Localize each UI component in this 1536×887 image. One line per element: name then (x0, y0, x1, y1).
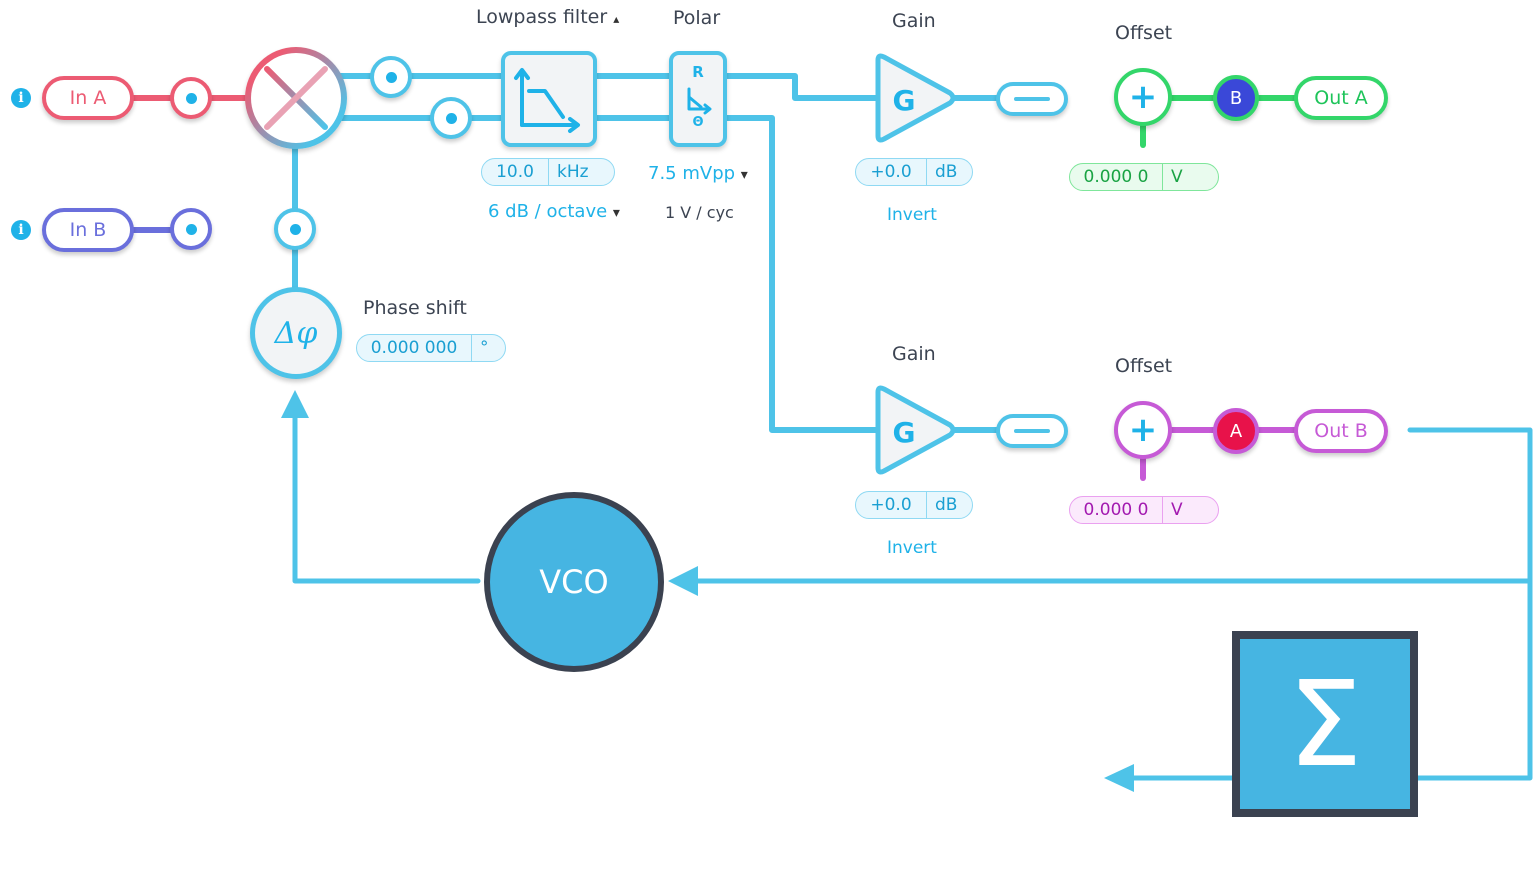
lowpass-filter-title[interactable]: Lowpass filter ▴ (476, 6, 620, 28)
caret-up-icon: ▴ (613, 12, 620, 26)
mixer-out-x-node[interactable] (370, 56, 412, 98)
minus-icon (1014, 97, 1050, 101)
polar-theta-label: Θ (692, 115, 704, 130)
out-b-label: Out B (1314, 420, 1368, 442)
offset-a-unit: V (1162, 164, 1218, 190)
offset-a-value: 0.000 0 (1083, 167, 1149, 187)
sum-block[interactable]: Σ (1232, 631, 1418, 817)
lowpass-frequency-field[interactable]: 10.0 kHz (481, 158, 615, 186)
offset-a-field[interactable]: 0.000 0 V (1069, 163, 1219, 191)
in-b-button[interactable]: In B (42, 208, 134, 252)
polar-r-label: R (692, 63, 704, 81)
phase-shift-field[interactable]: 0.000 000 ° (356, 334, 506, 362)
phase-shift-unit: ° (471, 335, 505, 361)
polar-angle-icon (687, 87, 712, 115)
offset-b-add-icon[interactable]: + (1114, 401, 1172, 459)
caret-down-icon: ▾ (740, 167, 748, 183)
polar-block[interactable]: R Θ (669, 51, 727, 147)
in-a-label: In A (69, 87, 107, 109)
invert-a-toggle[interactable] (996, 82, 1068, 116)
mixer-out-y-node[interactable] (430, 97, 472, 139)
offset-b-field[interactable]: 0.000 0 V (1069, 496, 1219, 524)
in-b-label: In B (69, 219, 107, 241)
gain-b-invert-link[interactable]: Invert (887, 538, 937, 558)
gain-b-field[interactable]: +0.0 dB (855, 491, 973, 519)
gain-b-amplifier-icon[interactable]: G (870, 382, 962, 478)
in-b-connector-node[interactable] (170, 208, 212, 250)
vco-label: VCO (539, 563, 609, 601)
sigma-icon: Σ (1287, 655, 1363, 793)
in-a-button[interactable]: In A (42, 76, 134, 120)
info-icon[interactable]: i (11, 88, 31, 108)
gain-b-unit: dB (926, 492, 972, 518)
gain-a-unit: dB (926, 159, 972, 185)
offset-b-title: Offset (1115, 355, 1173, 377)
lowpass-frequency-unit: kHz (548, 159, 614, 185)
phase-shift-block[interactable]: Δφ (250, 287, 342, 379)
out-b-button[interactable]: Out B (1294, 409, 1388, 453)
delta-phi-icon: Δφ (274, 315, 318, 351)
invert-b-toggle[interactable] (996, 414, 1068, 448)
gain-a-title: Gain (892, 10, 936, 32)
offset-b-unit: V (1162, 497, 1218, 523)
lowpass-filter-block[interactable] (501, 51, 597, 147)
gain-a-invert-link[interactable]: Invert (887, 205, 937, 225)
polar-title: Polar (673, 7, 721, 29)
gain-b-title: Gain (892, 343, 936, 365)
offset-a-add-icon[interactable]: + (1114, 68, 1172, 126)
gain-a-field[interactable]: +0.0 dB (855, 158, 973, 186)
channel-b-badge: B (1213, 75, 1259, 121)
out-a-label: Out A (1314, 87, 1368, 109)
lowpass-filter-icon (514, 68, 580, 133)
in-a-connector-node[interactable] (170, 77, 212, 119)
mixer-multiply-icon[interactable] (245, 47, 347, 149)
mixer-reference-node[interactable] (274, 208, 316, 250)
gain-b-symbol: G (893, 416, 916, 449)
out-a-button[interactable]: Out A (1294, 76, 1388, 120)
phase-shift-title: Phase shift (363, 297, 467, 319)
gain-a-symbol: G (893, 84, 916, 117)
gain-b-value: +0.0 (870, 495, 912, 515)
info-icon[interactable]: i (11, 220, 31, 240)
channel-a-badge: A (1213, 408, 1259, 454)
gain-a-value: +0.0 (870, 162, 912, 182)
lowpass-frequency-value: 10.0 (496, 162, 534, 182)
polar-scale-text: 1 V / cyc (665, 203, 734, 222)
polar-range-dropdown[interactable]: 7.5 mVpp ▾ (648, 163, 748, 184)
vco-block[interactable]: VCO (484, 492, 664, 672)
phase-shift-value: 0.000 000 (370, 338, 458, 358)
minus-icon (1014, 429, 1050, 433)
gain-a-amplifier-icon[interactable]: G (870, 50, 962, 146)
offset-a-title: Offset (1115, 22, 1173, 44)
lowpass-slope-dropdown[interactable]: 6 dB / octave ▾ (488, 201, 620, 222)
caret-down-icon: ▾ (612, 205, 620, 221)
offset-b-value: 0.000 0 (1083, 500, 1149, 520)
